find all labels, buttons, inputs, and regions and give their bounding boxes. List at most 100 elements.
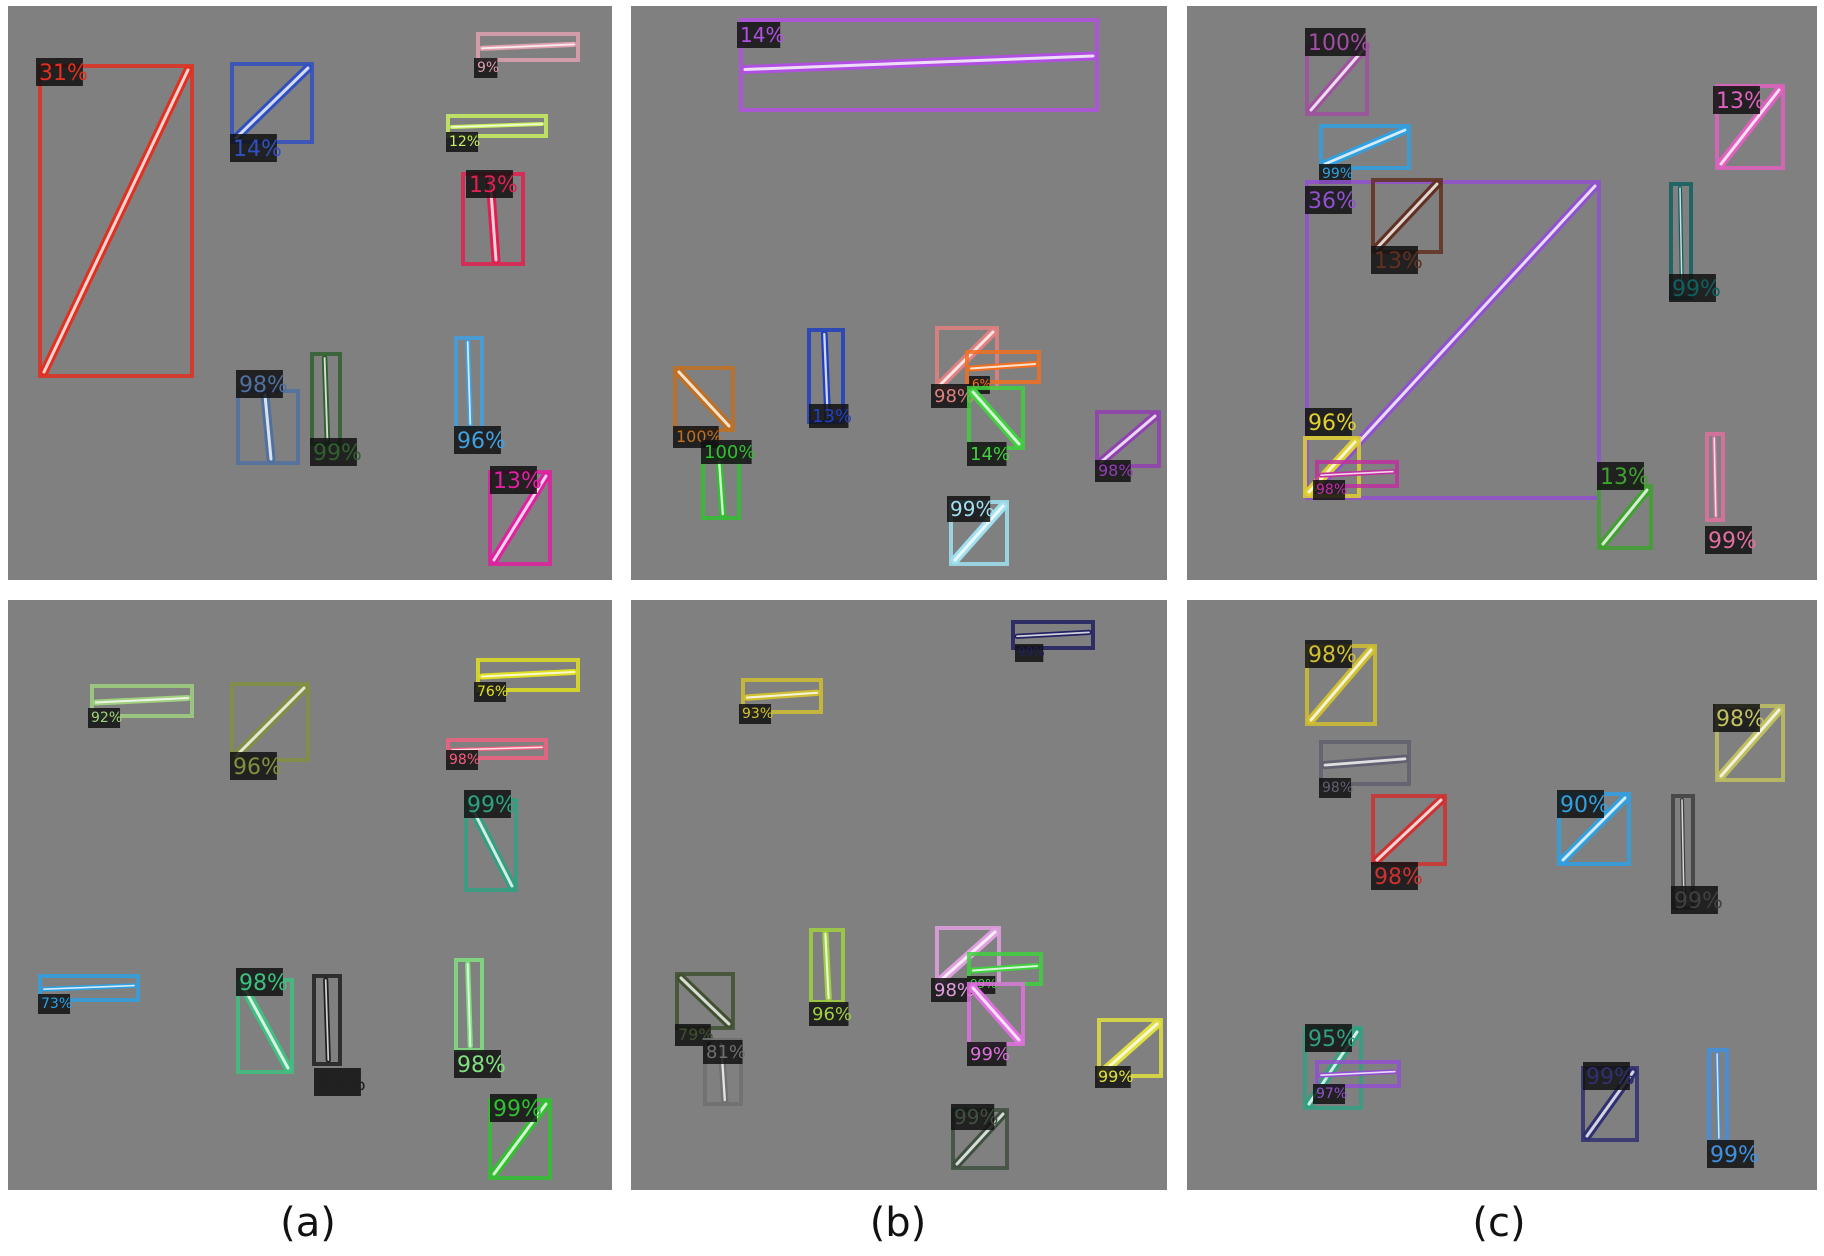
detection: 13%: [488, 466, 552, 566]
score-label: 98%: [1316, 482, 1347, 498]
score-label-bg: [675, 1024, 711, 1046]
score-label-bg: [967, 1042, 1007, 1066]
instrument-highlight: [953, 504, 1005, 562]
instrument-highlight: [1716, 1053, 1720, 1139]
score-label-bg: [236, 968, 283, 996]
instrument-highlight: [240, 982, 290, 1070]
c-top-detections: 100%99%36%13%13%99%96%98%13%99%: [1303, 28, 1785, 554]
bounding-box: [446, 738, 548, 760]
score-label-bg: [1669, 274, 1716, 302]
score-label: 99%: [1322, 166, 1353, 182]
bounding-box: [38, 64, 194, 378]
instrument-highlight: [1016, 631, 1090, 638]
score-label-bg: [88, 708, 121, 728]
score-label-bg: [1305, 640, 1352, 668]
instrument-highlight: [1099, 414, 1157, 464]
panel-c-bottom: 98%98%98%98%90%99%95%97%99%99%: [1187, 600, 1817, 1190]
score-label-bg: [967, 442, 1007, 466]
bounding-box: [476, 658, 580, 692]
score-label-bg: [1313, 480, 1346, 500]
instrument-highlight: [1719, 88, 1781, 166]
score-label: 95%: [1308, 1027, 1357, 1052]
score-label: 99%: [970, 1044, 1010, 1065]
score-label-bg: [1371, 862, 1418, 890]
detection: 96%: [1303, 408, 1361, 498]
score-label: 96%: [812, 1004, 852, 1025]
score-label-bg: [737, 22, 781, 48]
instrument-highlight: [1323, 757, 1407, 767]
score-label-bg: [490, 466, 537, 494]
detection: 98%: [446, 738, 548, 770]
instrument-highlight: [1323, 128, 1407, 166]
instrument-highlight: [1101, 1022, 1159, 1074]
score-label-bg: [454, 1050, 501, 1078]
detection: 98%: [236, 370, 300, 465]
instrument-highlight: [1713, 437, 1717, 517]
detection: 14%: [230, 62, 314, 162]
c-bottom-detections: 98%98%98%98%90%99%95%97%99%99%: [1303, 640, 1785, 1168]
detection: 99%: [1581, 1062, 1639, 1142]
score-label: 99%: [493, 1097, 542, 1122]
score-label: 98%: [1322, 780, 1353, 796]
detection: 100%: [701, 440, 755, 520]
bounding-box: [1315, 460, 1399, 488]
detection: 93%: [739, 678, 823, 724]
score-label: 96%: [457, 429, 506, 454]
detection: 98%: [1095, 410, 1161, 482]
instrument-highlight: [323, 357, 329, 441]
b-top-detections: 14%100%100%13%98%6%14%98%99%: [673, 18, 1161, 566]
detection: 98%: [1713, 704, 1785, 782]
detection: 13%: [461, 170, 525, 266]
score-label: 13%: [469, 173, 518, 198]
instrument-highlight: [324, 979, 330, 1061]
detection: 99%: [1319, 124, 1411, 184]
score-label-bg: [446, 132, 479, 152]
score-label: 73%: [41, 996, 72, 1012]
score-label-bg: [1313, 1084, 1346, 1104]
score-label: 13%: [1716, 89, 1765, 114]
instrument-highlight: [717, 460, 725, 516]
score-label: 98%: [1374, 865, 1423, 890]
score-label: 13%: [1600, 465, 1649, 490]
score-label-bg: [1319, 778, 1352, 798]
score-label-bg: [701, 440, 752, 464]
score-label-bg: [466, 170, 513, 198]
score-label-bg: [230, 752, 277, 780]
b-bottom-detections: 93%99%79%81%96%98%99%99%99%99%: [675, 620, 1163, 1170]
score-label-bg: [1305, 28, 1366, 56]
detection: 96%: [809, 928, 852, 1026]
bounding-box: [312, 974, 342, 1066]
caption-c: (c): [1472, 1200, 1526, 1246]
instrument-highlight: [263, 393, 273, 461]
instrument-highlight: [955, 1112, 1005, 1166]
instrument-highlight: [970, 363, 1036, 370]
detection: 100%: [1305, 28, 1371, 116]
score-label-bg: [474, 682, 507, 702]
instrument-highlight: [1561, 796, 1627, 862]
score-label: 99%: [1708, 529, 1757, 554]
detection: 98%: [1313, 460, 1399, 500]
bounding-box: [1305, 180, 1601, 500]
detection: 13%: [807, 328, 852, 428]
score-label: 13%: [493, 469, 542, 494]
instrument-highlight: [451, 746, 543, 751]
score-label: 97%: [1316, 1086, 1347, 1102]
score-label: 98%: [1308, 643, 1357, 668]
detection: 12%: [446, 114, 548, 152]
detection: 99%: [310, 352, 362, 466]
score-label-bg: [236, 370, 283, 398]
score-label: 76%: [477, 684, 508, 700]
score-label: 14%: [233, 137, 282, 162]
bounding-box: [965, 350, 1041, 384]
detection: 99%: [464, 790, 518, 892]
score-label: 100%: [1308, 31, 1371, 56]
instrument-highlight: [824, 932, 830, 1000]
score-label: 31%: [39, 61, 88, 86]
detection: 73%: [38, 974, 140, 1014]
detection: 99%: [947, 496, 1009, 566]
instrument-highlight: [466, 963, 472, 1047]
instrument-highlight: [481, 43, 575, 50]
detection: 31%: [36, 58, 194, 378]
score-label-bg: [1707, 1140, 1754, 1168]
instrument-highlight: [972, 965, 1038, 972]
